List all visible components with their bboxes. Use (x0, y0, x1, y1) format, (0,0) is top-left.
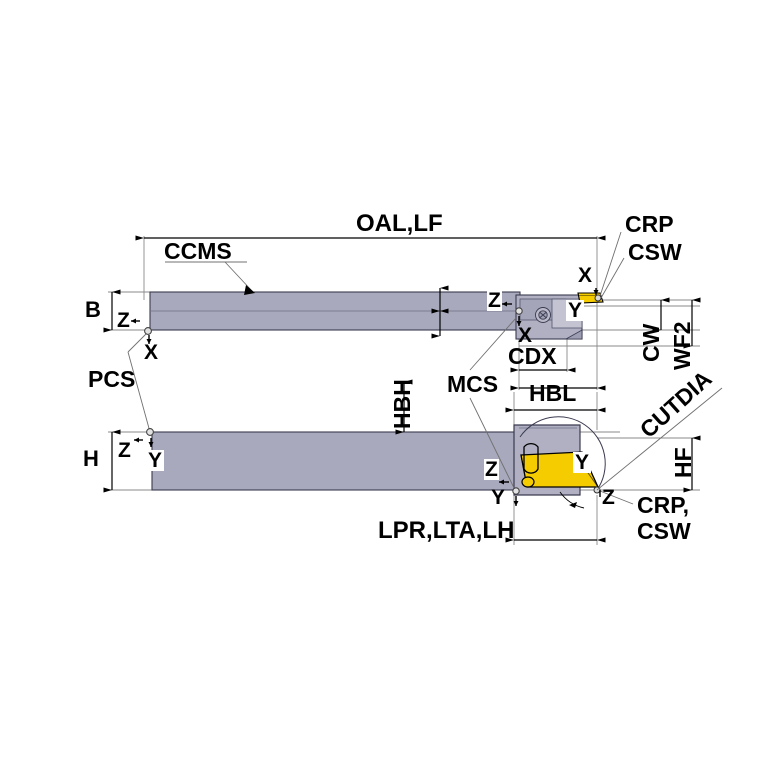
label-y-top-head: Y (566, 299, 585, 322)
origin-pcs-bottom (146, 428, 154, 436)
label-y-bot-left: Y (146, 449, 165, 472)
label-hf: HF (670, 447, 696, 478)
label-hbl: HBL (529, 380, 577, 406)
label-cw: CW (638, 323, 664, 362)
label-y-bot-lower: Y (491, 486, 506, 509)
label-crp-bot: CRP, (637, 492, 689, 518)
label-x-top-left: X (144, 341, 159, 364)
label-crp-top: CRP (625, 211, 674, 237)
label-wf2: WF2 (669, 321, 695, 370)
leader-crp-csw-bot (599, 490, 634, 505)
label-lpr-lta-lh: LPR,LTA,LH (378, 517, 515, 544)
leader-pcs-top (127, 331, 149, 353)
leader-mcs-bot (469, 397, 517, 493)
label-csw-bot: CSW (637, 518, 691, 544)
label-mcs: MCS (447, 371, 499, 397)
label-oal-lf: OAL,LF (356, 210, 443, 237)
label-x-top-mid: X (518, 324, 533, 347)
label-csw-top: CSW (628, 239, 682, 265)
origin-mcs-bottom (512, 487, 520, 495)
label-z-bot-head: Z (602, 486, 615, 509)
label-hbh: HBH (389, 379, 415, 429)
label-z-bot-mid: Z (484, 458, 499, 481)
label-z-bot-left: Z (118, 439, 131, 462)
leader-cutdia (596, 387, 723, 491)
label-z-top-left: Z (117, 309, 130, 332)
leader-crp-top (599, 231, 622, 297)
origin-mcs-top (515, 307, 523, 315)
bottom-view-head (513, 416, 606, 509)
leader-mcs-top (469, 317, 517, 371)
leader-csw-top (600, 257, 625, 299)
label-ccms: CCMS (164, 238, 232, 264)
label-cdx: CDX (508, 343, 557, 369)
label-b: B (85, 297, 101, 322)
bottom-view-shank (151, 431, 521, 491)
leader-pcs-bot (127, 351, 151, 433)
label-x-top-head: X (578, 264, 593, 287)
label-z-top-mid: Z (487, 289, 502, 312)
origin-pcs-top (144, 327, 152, 335)
label-h: H (83, 446, 99, 471)
label-pcs: PCS (88, 366, 136, 392)
label-y-bot-head: Y (573, 451, 592, 474)
